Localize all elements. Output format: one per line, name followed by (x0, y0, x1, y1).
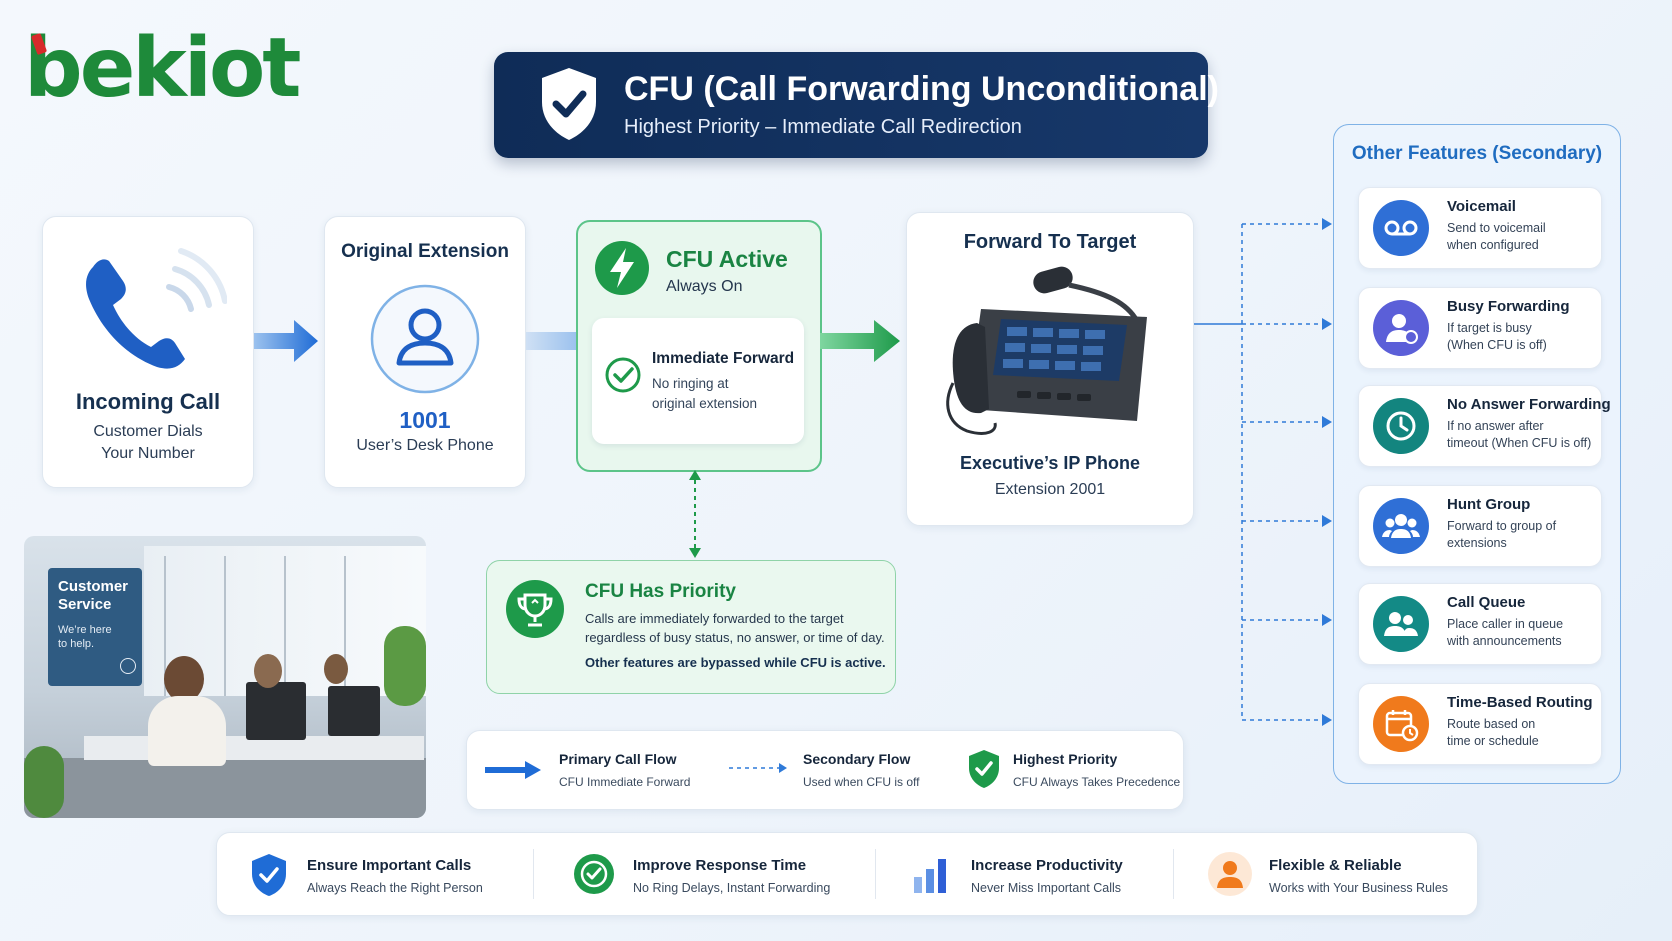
sign-text-3: We’re here (58, 624, 112, 636)
primary-flow-legend-arrow (485, 761, 541, 779)
priority-link-arrow (689, 470, 701, 558)
priority-shield-icon (969, 750, 999, 788)
feature-title: Time-Based Routing (1447, 694, 1593, 711)
forward-target-card: Forward To Target Executive’s IP Phone E… (906, 212, 1194, 526)
page-title: CFU (Call Forwarding Unconditional) (624, 70, 1219, 108)
calendar-clock-icon (1373, 696, 1429, 752)
benefit-desc: Never Miss Important Calls (971, 881, 1122, 895)
feature-title: Hunt Group (1447, 496, 1531, 513)
bar-chart-icon (914, 859, 946, 893)
trophy-icon (506, 580, 564, 638)
lightning-icon (595, 241, 649, 295)
cfu-active-title: CFU Active (666, 246, 788, 272)
cfu-priority-line2: regardless of busy status, no answer, or… (585, 630, 885, 645)
target-device: Executive’s IP Phone (959, 453, 1141, 473)
benefit-desc: Works with Your Business Rules (1269, 881, 1449, 895)
service-sign: Customer Service We’re here to help. (48, 568, 142, 686)
busy-user-icon (1373, 300, 1429, 356)
feature-busy-forwarding[interactable]: Busy Forwarding If target is busy(When C… (1358, 287, 1602, 369)
legend-primary-desc: CFU Immediate Forward (559, 775, 691, 789)
secondary-flow-connectors (1194, 218, 1332, 726)
benefit-desc: No Ring Delays, Instant Forwarding (633, 881, 831, 895)
sign-text-4: to help. (58, 638, 95, 650)
secondary-features-title: Other Features (Secondary) (1351, 143, 1603, 164)
cfu-priority-line1: Calls are immediately forwarded to the t… (585, 611, 844, 626)
benefit-desc: Always Reach the Right Person (307, 881, 483, 895)
page-header: CFU (Call Forwarding Unconditional) High… (494, 52, 1219, 158)
divider (875, 849, 876, 899)
benefit-title: Improve Response Time (633, 857, 807, 874)
legend-secondary-desc: Used when CFU is off (803, 775, 920, 789)
shield-check-icon (252, 854, 286, 896)
phone-icon (86, 248, 227, 369)
divider (533, 849, 534, 899)
benefit-title: Flexible & Reliable (1269, 857, 1402, 874)
feature-title: No Answer Forwarding (1447, 396, 1611, 413)
user-icon (370, 284, 480, 394)
benefit-title: Ensure Important Calls (307, 857, 472, 874)
legend-highest-title: Highest Priority (1013, 751, 1118, 767)
customer-service-photo: Customer Service We’re here to help. (24, 536, 426, 818)
queue-icon (1373, 596, 1429, 652)
legend-highest-desc: CFU Always Takes Precedence (1013, 775, 1181, 789)
original-extension-number: 1001 (399, 407, 451, 433)
legend-primary-title: Primary Call Flow (559, 751, 677, 767)
check-circle-icon (574, 854, 614, 894)
person-icon (1208, 852, 1252, 896)
immediate-forward-box: Immediate Forward No ringing at original… (592, 318, 804, 444)
clock-icon (1373, 398, 1429, 454)
incoming-call-line2: Your Number (101, 445, 195, 462)
page-subtitle: Highest Priority – Immediate Call Redire… (624, 116, 1022, 138)
divider (1173, 849, 1174, 899)
immediate-forward-line1: No ringing at (652, 376, 729, 391)
smile-icon (120, 658, 136, 674)
primary-flow-arrow (254, 320, 318, 362)
incoming-call-line1: Customer Dials (93, 423, 203, 440)
cfu-priority-title: CFU Has Priority (585, 581, 736, 602)
original-extension-title: Original Extension (341, 241, 509, 262)
benefit-title: Increase Productivity (971, 857, 1123, 874)
brand-logo: bekiot (24, 21, 301, 116)
secondary-features-panel: Other Features (Secondary) Voicemail Sen… (1333, 124, 1621, 784)
check-circle-icon (605, 357, 641, 393)
immediate-forward-title: Immediate Forward (652, 350, 795, 367)
immediate-forward-line2: original extension (652, 396, 758, 411)
original-extension-desc: User’s Desk Phone (356, 437, 494, 454)
original-extension-card: Original Extension 1001 User’s Desk Phon… (324, 216, 526, 488)
legend: Primary Call Flow CFU Immediate Forward … (466, 730, 1184, 810)
benefits-bar: Ensure Important Calls Always Reach the … (216, 832, 1478, 916)
sign-text-1: Customer (58, 578, 129, 595)
group-icon (1373, 498, 1429, 554)
shield-check-icon (542, 68, 596, 140)
forward-target-title: Forward To Target (963, 231, 1137, 253)
target-extension: Extension 2001 (994, 481, 1106, 498)
incoming-call-title: Incoming Call (75, 389, 221, 414)
cfu-priority-line3: Other features are bypassed while CFU is… (585, 655, 886, 670)
incoming-call-card: Incoming Call Customer Dials Your Number (42, 216, 254, 488)
cfu-priority-card: CFU Has Priority Calls are immediately f… (486, 560, 896, 694)
feature-desc: If target is busy(When CFU is off) (1447, 321, 1547, 352)
voicemail-icon (1373, 200, 1429, 256)
cfu-active-subtitle: Always On (666, 278, 743, 295)
feature-title: Call Queue (1447, 594, 1526, 611)
feature-title: Busy Forwarding (1447, 298, 1570, 315)
secondary-flow-legend-arrow (729, 763, 787, 773)
legend-secondary-title: Secondary Flow (803, 751, 911, 767)
ip-phone-icon (946, 266, 1147, 435)
forward-arrow (820, 320, 900, 362)
cfu-active-card: CFU Active Always On Immediate Forward N… (576, 220, 822, 472)
feature-title: Voicemail (1447, 198, 1516, 215)
sign-text-2: Service (58, 596, 112, 613)
connector-bar (526, 332, 576, 350)
